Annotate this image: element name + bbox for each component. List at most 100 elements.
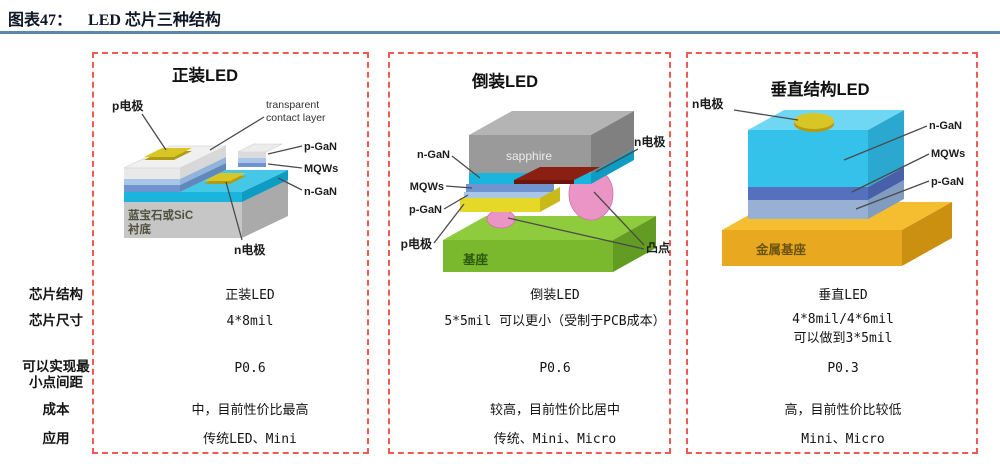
leader-pgan [855, 180, 930, 210]
small-mesa-cap [237, 143, 283, 153]
cell-pitch-faceup: P0.6 [234, 361, 266, 376]
leader-n-electrode [733, 109, 799, 121]
mqws-right-face [868, 167, 904, 200]
pgan-light-face [464, 192, 550, 198]
vertical-n-electrode-disc [794, 113, 834, 132]
cell-cost-faceup: 中，目前性价比最高 [191, 403, 309, 418]
pgan-front-face [124, 179, 180, 185]
mqws-front-face [466, 184, 554, 192]
flipchip-n-electrode-plate [514, 167, 600, 184]
n-plate-front [514, 180, 574, 184]
label-transparent-1: transparent [266, 99, 319, 111]
panel-faceup-led [92, 52, 369, 454]
leader-mqws [851, 153, 930, 193]
label-mqws: MQWs [410, 181, 444, 193]
label-ngan: n-GaN [417, 149, 450, 161]
row-header-size: 芯片尺寸 [29, 313, 83, 328]
leader-mqws [445, 185, 473, 189]
leader-pgan [443, 194, 469, 210]
base-front-face [443, 240, 613, 272]
mqws-front-face [748, 187, 868, 200]
cell-cost-vertical: 高，目前性价比较低 [784, 403, 902, 418]
leader-mqws [267, 163, 303, 169]
base-front-face [722, 230, 902, 266]
sapphire-top-face [469, 111, 634, 135]
diagram-vertical-led: 金属基座 n电极 n-GaN MQWs p-GaN [692, 96, 965, 266]
faceup-small-mesa [237, 143, 283, 167]
label-n-electrode: n电极 [692, 96, 724, 111]
header-rule [0, 31, 1000, 34]
cell-size-vertical: 4*8mil/4*6mil 可以做到3*5mil [718, 311, 968, 349]
diagram-faceup-led: 蓝宝石或SiC 衬底 [112, 98, 338, 257]
n-disc-top [794, 113, 834, 129]
leader-p-electrode [433, 203, 465, 244]
row-header-pitch-line2: 小点间距 [29, 374, 83, 390]
label-p-electrode: p电极 [112, 98, 144, 113]
panel-flipchip-led [388, 52, 671, 454]
leader-n-electrode [595, 148, 639, 173]
row-header-structure: 芯片结构 [29, 287, 83, 302]
transparent-front-face [124, 168, 180, 179]
row-header-pitch: 可以实现最 小点间距 [10, 359, 102, 390]
substrate-front-face [124, 202, 242, 238]
panel-title-vertical: 垂直结构LED [770, 81, 870, 99]
cell-application-faceup: 传统LED、Mini [203, 432, 297, 447]
leader-bump-small [507, 217, 645, 250]
leader-bump-large [593, 191, 645, 246]
faceup-n-electrode-pad [204, 173, 246, 184]
leader-ngan [451, 155, 481, 179]
faceup-substrate: 蓝宝石或SiC 衬底 [124, 180, 288, 238]
leader-p-electrode [141, 113, 167, 151]
sapphire-label: sapphire [506, 149, 552, 163]
panel-vertical-led [686, 52, 978, 454]
leader-n-electrode [225, 181, 243, 241]
label-transparent-2: contact layer [266, 112, 326, 124]
ngan-front-face [124, 192, 242, 202]
label-p-electrode: p电极 [401, 236, 433, 251]
panel-title-faceup: 正装LED [172, 67, 238, 85]
substrate-label-line1: 蓝宝石或SiC [128, 208, 193, 222]
figure-title: LED 芯片三种结构 [88, 12, 221, 29]
p-pad-top [144, 148, 192, 157]
cell-size-faceup: 4*8mil [226, 314, 274, 329]
pgan-yellow-right [540, 187, 560, 212]
label-n-electrode: n电极 [234, 242, 266, 257]
row-header-pitch-line1: 可以实现最 [22, 359, 90, 374]
ngan-right-face [242, 170, 288, 202]
cell-structure-flipchip: 倒装LED [530, 288, 580, 303]
pgan-yellow-front [460, 198, 540, 212]
small-mesa-pgan [238, 158, 266, 163]
label-mqws: MQWs [304, 163, 338, 175]
pgan-front-face [748, 200, 868, 219]
cell-structure-vertical: 垂直LED [818, 288, 868, 303]
cell-application-flipchip: 传统、Mini、Micro [493, 432, 617, 447]
label-ngan: n-GaN [929, 120, 962, 132]
cell-application-vertical: Mini、Micro [801, 432, 885, 447]
pgan-right-face [868, 180, 904, 219]
base-label: 金属基座 [755, 242, 807, 257]
n-plate-top [514, 167, 600, 180]
pgan-step-face [180, 157, 226, 185]
faceup-p-electrode-pad [144, 148, 192, 160]
row-header-cost: 成本 [42, 402, 70, 417]
label-pgan: p-GaN [304, 141, 337, 153]
leader-ngan [843, 125, 928, 161]
row-header-application: 应用 [42, 431, 70, 446]
base-label: 基座 [462, 252, 489, 267]
cell-pitch-flipchip: P0.6 [539, 361, 571, 376]
substrate-right-face [242, 180, 288, 238]
ngan-right-face [868, 110, 904, 187]
base-right-face [902, 202, 952, 266]
label-pgan: p-GaN [931, 176, 964, 188]
cell-size-flipchip: 5*5mil 可以更小（受制于PCB成本） [444, 314, 666, 329]
label-ngan: n-GaN [304, 186, 337, 198]
mqws-step-face [180, 163, 226, 192]
mqws-front-face [124, 185, 180, 192]
cell-cost-flipchip: 较高，目前性价比居中 [489, 403, 620, 418]
sapphire-front-face [469, 135, 591, 173]
cell-structure-faceup: 正装LED [225, 288, 275, 303]
diagram-flipchip-led: 基座 sapphire n-GaN MQWs p-GaN [401, 111, 670, 272]
small-mesa-mqws [238, 163, 266, 167]
leader-transparent [209, 116, 265, 151]
